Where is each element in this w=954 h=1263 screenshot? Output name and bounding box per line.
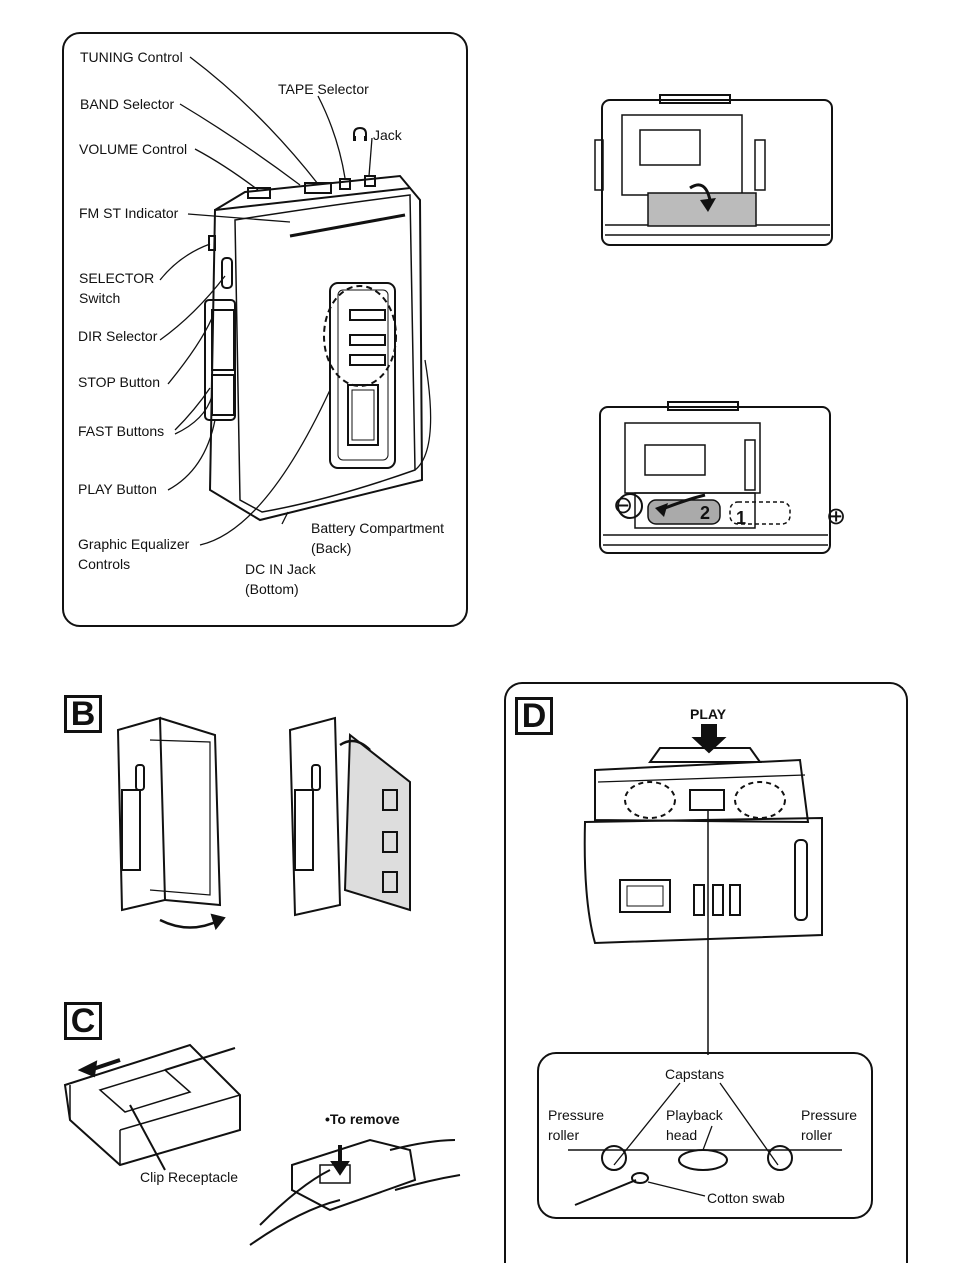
label-pressure-left-line1: Pressure	[548, 1107, 605, 1123]
label-dir-selector: DIR Selector	[78, 328, 158, 344]
battery-minus-icon: ⊖	[613, 492, 634, 519]
label-pressure-right-line2: roller	[801, 1127, 833, 1143]
label-fm-st-indicator: FM ST Indicator	[79, 205, 179, 221]
panel-c-tag: C	[64, 1002, 102, 1040]
label-band-selector: BAND Selector	[80, 96, 175, 112]
label-headphone-jack: Jack	[373, 127, 402, 143]
label-dcin-line2: (Bottom)	[245, 581, 299, 597]
label-dcin-line1: DC IN Jack	[245, 561, 316, 577]
label-battery-line2: (Back)	[311, 540, 352, 556]
panel-d-frame	[504, 682, 908, 1263]
label-pressure-right-line1: Pressure	[801, 1107, 858, 1123]
label-tuning-control: TUNING Control	[80, 49, 183, 65]
label-dc-in-jack: DC IN Jack (Bottom)	[245, 559, 316, 599]
label-to-remove: •To remove	[325, 1111, 400, 1127]
label-capstans: Capstans	[665, 1066, 725, 1082]
label-selector-line1: SELECTOR	[79, 270, 155, 286]
label-clip-receptacle: Clip Receptacle	[140, 1169, 239, 1185]
panel-d-tag: D	[515, 697, 553, 735]
label-play-button: PLAY Button	[78, 481, 157, 497]
label-tape-selector: TAPE Selector	[278, 81, 369, 97]
label-graphic-equalizer: Graphic Equalizer Controls	[78, 534, 189, 574]
label-pressure-roller-left: Pressure roller	[548, 1105, 604, 1145]
battery-step-2: 2	[700, 503, 711, 523]
label-selector-line2: Switch	[79, 290, 121, 306]
label-stop-button: STOP Button	[78, 374, 160, 390]
label-volume-control: VOLUME Control	[79, 141, 188, 157]
label-battery-line1: Battery Compartment	[311, 520, 445, 536]
panel-b-tag: B	[64, 695, 102, 733]
label-fast-buttons: FAST Buttons	[78, 423, 165, 439]
label-selector-switch: SELECTOR Switch	[79, 268, 154, 308]
label-playback-line1: Playback	[666, 1107, 723, 1123]
label-cotton-swab: Cotton swab	[707, 1190, 785, 1206]
label-geq-line1: Graphic Equalizer	[78, 536, 190, 552]
battery-step-1: 1	[736, 508, 747, 528]
label-geq-line2: Controls	[78, 556, 131, 572]
battery-plus-icon: ⊕	[826, 503, 847, 530]
label-playback-head: Playback head	[666, 1105, 723, 1145]
label-play: PLAY	[690, 706, 727, 722]
label-playback-line2: head	[666, 1127, 698, 1143]
headphone-icon	[353, 126, 367, 141]
label-pressure-roller-right: Pressure roller	[801, 1105, 857, 1145]
panel-a-frame	[62, 32, 468, 627]
label-battery-compartment: Battery Compartment (Back)	[311, 518, 444, 558]
label-pressure-left-line2: roller	[548, 1127, 580, 1143]
